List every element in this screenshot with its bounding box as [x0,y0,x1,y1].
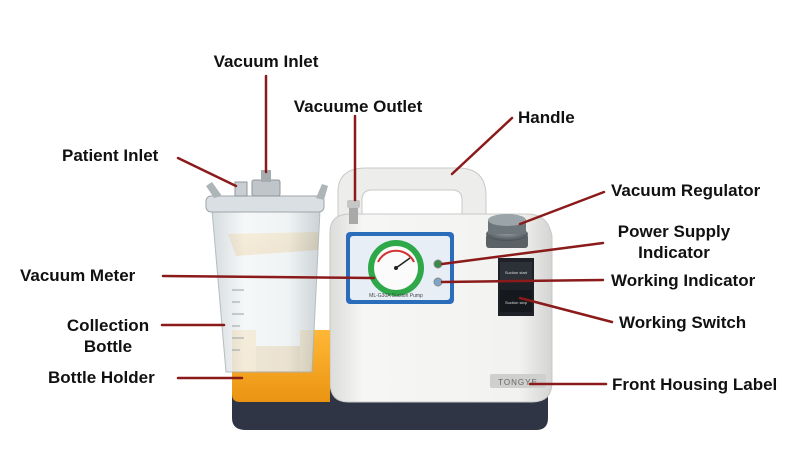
label-power-supply-indicator-line1: Power Supply [617,222,731,241]
vacuum-regulator-knob [486,214,528,248]
leader-handle [450,116,514,176]
leader-working-indicator [440,278,605,284]
label-working-switch: Working Switch [619,313,747,332]
label-vacuum-outlet: Vacuume Outlet [293,97,423,116]
brand-text: TONGYE [498,378,538,387]
working-switch-panel: Suction start Suction stop [498,258,534,316]
leader-vacuum-regulator [518,190,606,226]
svg-text:Suction stop: Suction stop [505,300,528,305]
leader-patient-inlet [176,156,238,188]
vacuum-meter-gauge [368,240,424,296]
label-working-indicator: Working Indicator [611,271,756,290]
suction-pump-illustration: ML-G30A Suction Pump Suction start Sucti… [205,167,553,430]
leader-vacuum-meter [161,274,376,280]
leader-power-supply-indicator [440,241,605,266]
label-power-supply-indicator-line2: Indicator [638,243,710,262]
label-collection-bottle-line1: Collection [66,316,150,335]
label-handle: Handle [518,108,575,127]
label-patient-inlet: Patient Inlet [62,146,159,165]
leader-working-switch [518,296,614,324]
svg-text:Suction start: Suction start [505,270,528,275]
label-vacuum-regulator: Vacuum Regulator [611,181,761,200]
leader-lines [160,74,614,386]
label-bottle-holder: Bottle Holder [48,368,155,387]
label-front-housing-label: Front Housing Label [612,375,778,394]
label-vacuum-meter: Vacuum Meter [20,266,136,285]
vacuum-outlet-nozzle [349,206,358,224]
label-vacuum-inlet: Vacuum Inlet [213,52,319,71]
collection-bottle [205,182,328,373]
model-label: ML-G30A Suction Pump [369,293,423,299]
vacuum-inlet-fitting [234,170,281,197]
label-collection-bottle-line2: Bottle [83,337,133,356]
